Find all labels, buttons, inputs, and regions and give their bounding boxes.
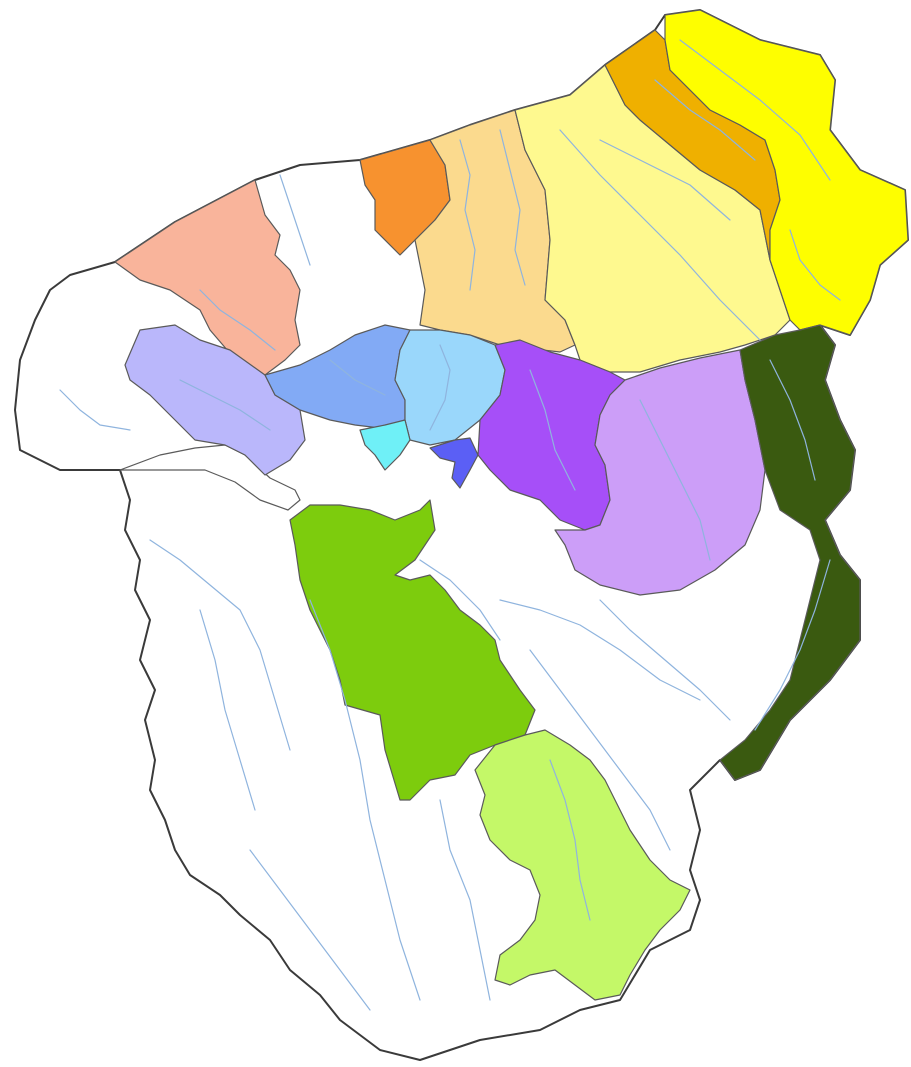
river-segment (309, 599, 421, 1001)
zone-pink (114, 179, 301, 376)
river-segment (769, 359, 816, 481)
river-segment (529, 369, 576, 491)
river-segment (639, 399, 711, 561)
zone-green (289, 499, 536, 801)
river-segment (499, 599, 701, 701)
zone-dark-green (719, 324, 861, 781)
river-segment (179, 379, 271, 431)
river-segment (429, 344, 451, 431)
zone-cyan (359, 419, 411, 471)
river-segment (329, 359, 386, 396)
river-segment (199, 609, 256, 811)
river-segment (499, 129, 526, 286)
river-segment (419, 559, 501, 641)
river-segment (279, 174, 311, 266)
river-segment (59, 389, 131, 431)
river-segment (754, 559, 831, 731)
river-segment (789, 229, 841, 301)
river-segment (599, 139, 731, 221)
river-segment (459, 139, 476, 291)
zone-lavender (124, 324, 306, 476)
river-segment (199, 289, 276, 351)
river-segment (679, 39, 831, 181)
river-segment (599, 599, 731, 721)
zone-royal-blue (429, 437, 479, 489)
river-network (59, 39, 841, 1011)
river-segment (439, 799, 491, 1001)
zone-light-green (474, 729, 691, 1001)
river-segment (249, 849, 371, 1011)
seine-estuary (119, 444, 301, 511)
river-segment (149, 539, 291, 751)
river-segment (559, 129, 761, 341)
river-segment (654, 79, 756, 161)
river-segment (529, 649, 671, 851)
river-segment (549, 759, 591, 921)
